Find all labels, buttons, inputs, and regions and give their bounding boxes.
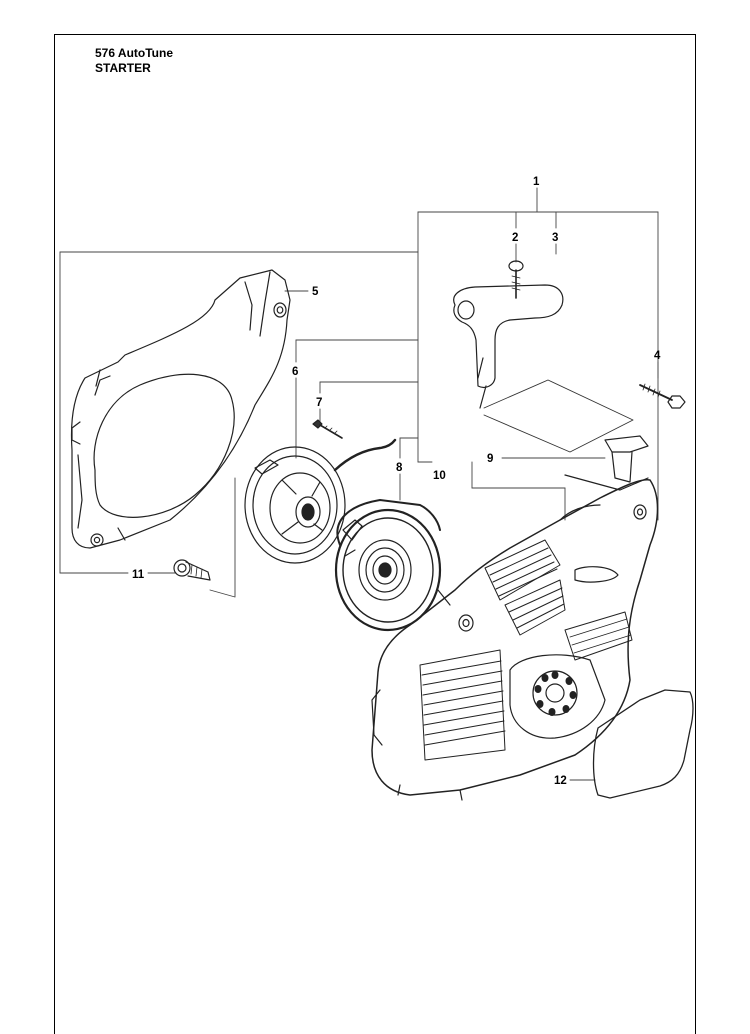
part-8-spring-cassette: [334, 499, 451, 632]
callout-1: 1: [533, 176, 540, 188]
part-9-rope-guide: [604, 435, 649, 483]
housing-vent-lower: [419, 649, 506, 761]
part-6-pulley: [244, 438, 397, 564]
housing-hub-holes: [534, 671, 577, 716]
housing-vent-upper: [484, 539, 566, 636]
section-title: STARTER: [95, 61, 151, 75]
callout-12: 12: [554, 775, 567, 787]
part-4-screw: [639, 383, 686, 409]
model-title: 576 AutoTune: [95, 46, 174, 60]
callout-9: 9: [487, 453, 493, 465]
page-frame: [54, 34, 696, 1034]
part-7-screw: [312, 419, 343, 439]
callout-4: 4: [654, 350, 661, 362]
callout-7: 7: [316, 397, 322, 409]
callout-labels: 1 2 3 4 5 6 7 8 9 10 11 12: [132, 176, 661, 787]
leader-lines: [59, 187, 659, 781]
callout-3: 3: [552, 232, 558, 244]
callout-2: 2: [512, 232, 518, 244]
callout-6: 6: [292, 366, 298, 378]
title-block: 576 AutoTune STARTER: [95, 46, 173, 76]
part-2-screw: [508, 260, 524, 299]
callout-8: 8: [396, 462, 403, 474]
part-12-decal: [592, 689, 694, 799]
part-5-cover-plate: [70, 269, 291, 549]
callout-11: 11: [132, 569, 145, 581]
part-3-handle: [453, 284, 564, 409]
callout-5: 5: [312, 286, 319, 298]
part-11-bolt: [173, 559, 211, 581]
part-10-starter-housing: [371, 474, 659, 801]
callout-10: 10: [433, 470, 446, 482]
